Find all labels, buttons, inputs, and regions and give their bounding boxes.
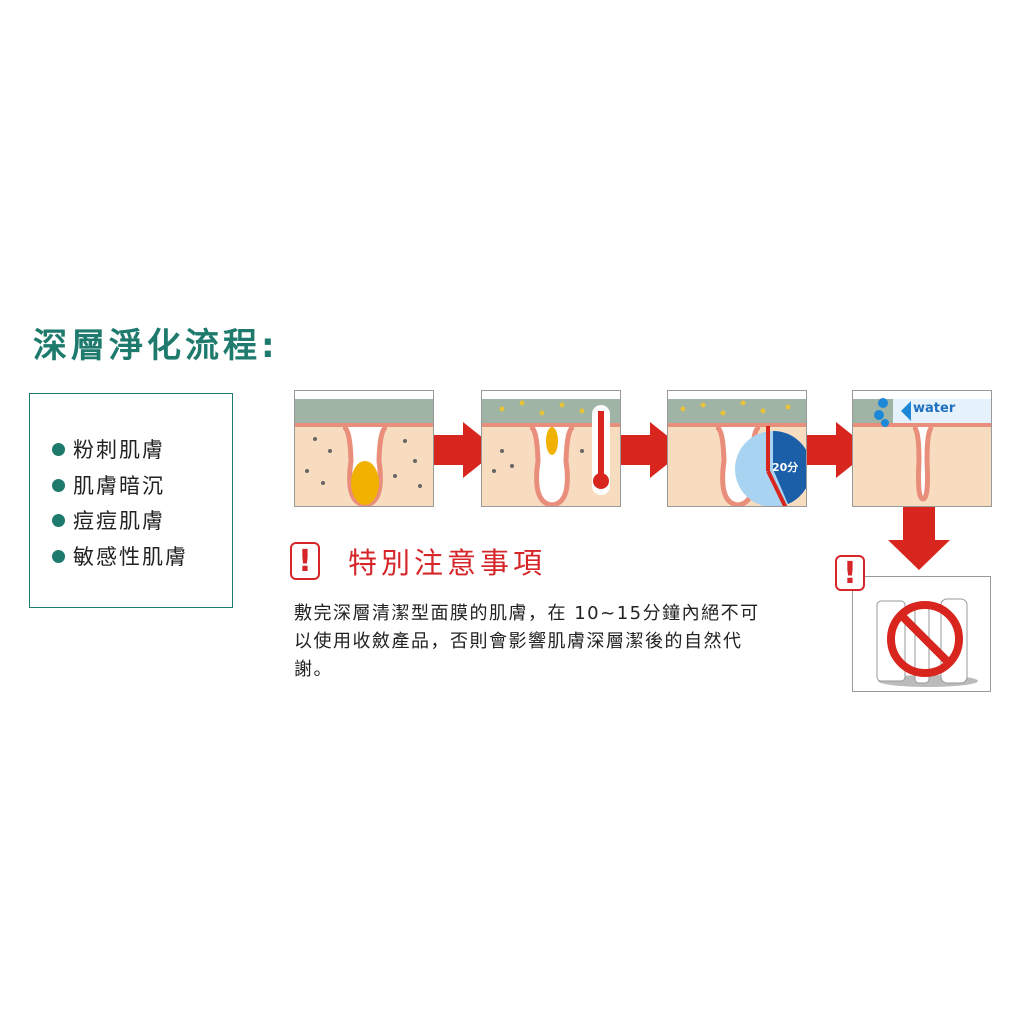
arrow-right-icon [806, 422, 871, 478]
skin-type-item: 痘痘肌膚 [52, 505, 165, 535]
exclamation-icon: ! [290, 542, 320, 580]
step-2-panel [481, 390, 621, 507]
page-title: 深層淨化流程: [33, 326, 279, 366]
water-splash-icon [874, 398, 889, 427]
skin-type-item: 敏感性肌膚 [52, 541, 188, 571]
skin-type-item: 粉刺肌膚 [52, 434, 165, 464]
step-3-panel: 20分 [667, 390, 807, 507]
pore-with-sebum-illustration [295, 391, 433, 506]
mask-heat-illustration [482, 391, 620, 506]
mask-timer-illustration [668, 391, 806, 506]
bullet-icon [52, 442, 65, 456]
bullet-icon [52, 549, 65, 563]
arrow-right-icon [620, 422, 685, 478]
bullet-icon [52, 478, 65, 492]
water-label: water [913, 401, 956, 416]
timer-label: 20分 [772, 461, 799, 474]
exclamation-icon: ! [835, 555, 865, 591]
step-4-panel: water [852, 390, 992, 507]
bullet-icon [52, 513, 65, 527]
skin-type-item: 肌膚暗沉 [52, 470, 165, 500]
skin-type-list: 粉刺肌膚 肌膚暗沉 痘痘肌膚 敏感性肌膚 [29, 393, 233, 608]
skin-type-label: 粉刺肌膚 [73, 438, 165, 462]
step-1-panel [294, 390, 434, 507]
warning-title: 特別注意事項 [348, 546, 547, 580]
warning-heading: ! 特別注意事項 [290, 540, 546, 582]
rinse-water-illustration [853, 391, 991, 506]
no-astringent-illustration [852, 576, 991, 692]
arrow-right-icon [433, 422, 498, 478]
skin-type-label: 肌膚暗沉 [73, 474, 165, 498]
skin-type-label: 痘痘肌膚 [73, 509, 165, 533]
prohibited-products-icon [876, 598, 978, 687]
skin-type-label: 敏感性肌膚 [73, 545, 188, 569]
arrow-down-icon [888, 507, 950, 570]
warning-text: 敷完深層清潔型面膜的肌膚，在 10~15分鐘內絕不可以使用收斂產品，否則會影響肌… [294, 603, 760, 680]
